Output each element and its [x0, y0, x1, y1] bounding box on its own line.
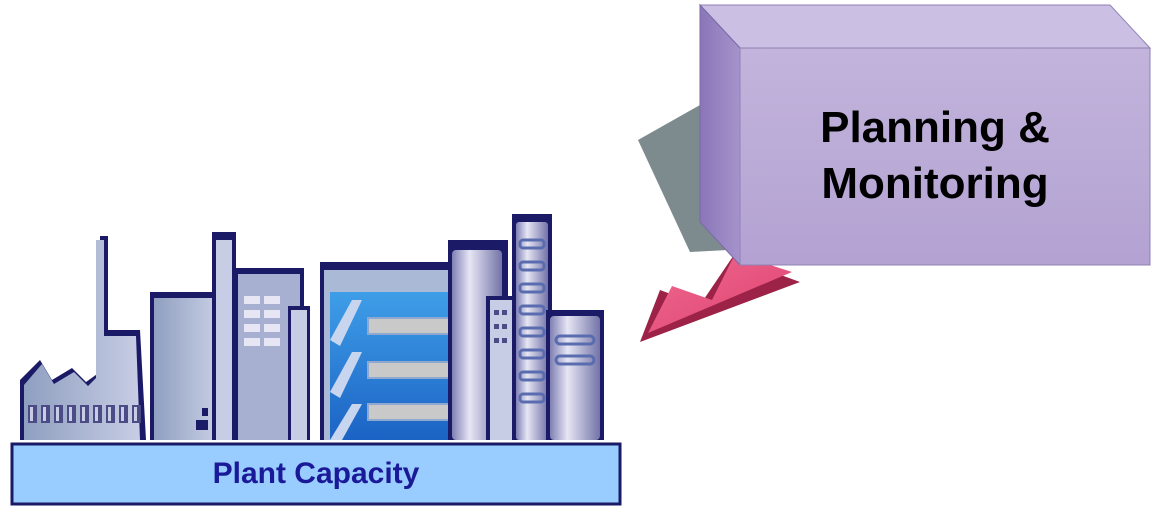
plant-capacity-label: Plant Capacity — [12, 444, 620, 504]
factory-hall — [20, 236, 146, 440]
lightning-arrow-icon — [640, 240, 820, 342]
plant-capacity-text: Plant Capacity — [212, 457, 420, 490]
planning-monitoring-box — [698, 3, 1152, 267]
box-label-line2: Monitoring — [821, 159, 1049, 208]
box-label: Planning & Monitoring — [730, 100, 1140, 212]
plant-base — [10, 442, 622, 506]
box-label-line1: Planning & — [820, 103, 1050, 152]
silo-towers — [448, 214, 604, 440]
factory-illustration — [10, 214, 622, 506]
glass-building — [320, 262, 460, 440]
office-building — [150, 232, 310, 440]
